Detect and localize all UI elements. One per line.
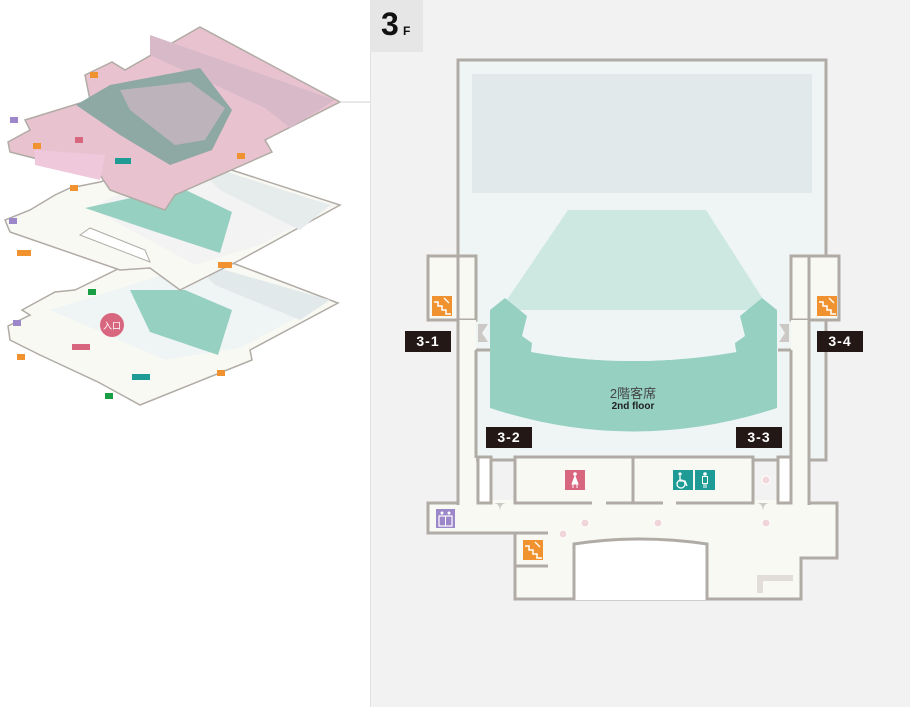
door-label-3-4: 3-4: [817, 331, 863, 352]
floor-badge: 3 F: [370, 0, 423, 52]
stage-area: [472, 74, 812, 193]
pillars: [558, 475, 771, 539]
isometric-floor-stack: 入口: [4, 26, 370, 406]
elevator-icon[interactable]: [436, 509, 455, 528]
stairs-icon[interactable]: [523, 540, 543, 560]
door-label-3-3: 3-3: [736, 427, 782, 448]
entrance-label: 入口: [103, 321, 121, 331]
stairs-icon[interactable]: [817, 296, 837, 316]
floor-3-overview[interactable]: [7, 26, 342, 211]
floor-suffix: F: [403, 24, 411, 38]
central-room: [572, 537, 709, 600]
stairs-icon[interactable]: [432, 296, 452, 316]
balcony-seating: [490, 298, 777, 432]
floor-1-overview[interactable]: 入口: [7, 260, 340, 406]
seating-label-en: 2nd floor: [611, 401, 655, 412]
seating-label-jp: 2階客席: [609, 386, 657, 401]
floor-number: 3: [381, 6, 399, 42]
floor-overview-panel: 入口: [0, 0, 370, 707]
male-restroom-icon[interactable]: [695, 470, 715, 490]
wheelchair-restroom-icon[interactable]: [673, 470, 693, 490]
lower-seating: [500, 210, 770, 310]
service-counter: [757, 575, 793, 593]
door-label-3-1: 3-1: [405, 331, 451, 352]
door-label-3-2: 3-2: [486, 427, 532, 448]
entrance-marker: [100, 313, 124, 337]
female-restroom-icon[interactable]: [565, 470, 585, 490]
